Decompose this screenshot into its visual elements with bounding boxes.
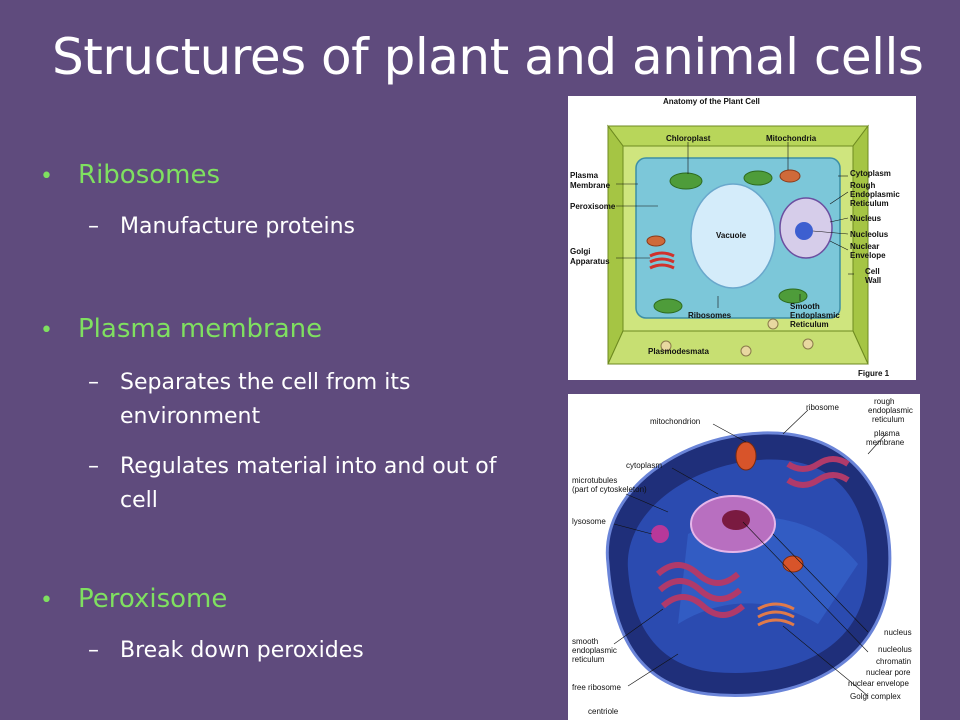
label-microtubules: microtubules bbox=[572, 476, 617, 485]
slide-title: Structures of plant and animal cells bbox=[52, 28, 924, 86]
plant-cell-figure: Anatomy of the Plant Cell bbox=[568, 96, 916, 380]
label-endoplasmic: endoplasmic bbox=[868, 406, 913, 415]
label-smooth-endoplasmic: Endoplasmic bbox=[790, 311, 840, 320]
bullet-dot: • bbox=[40, 588, 53, 613]
sub-bullet-text: Separates the cell from its environment bbox=[120, 370, 411, 429]
label-nuclear-pore: nuclear pore bbox=[866, 668, 911, 677]
bullet-plasma-membrane: • Plasma membrane bbox=[40, 314, 322, 344]
animal-cell-illustration: ribosome rough endoplasmic reticulum pla… bbox=[572, 397, 913, 716]
dash-marker: – bbox=[88, 214, 99, 239]
bullet-peroxisome: • Peroxisome bbox=[40, 584, 227, 614]
label-nuclear: Nuclear bbox=[850, 242, 879, 251]
animal-cell-figure: ribosome rough endoplasmic reticulum pla… bbox=[568, 394, 920, 720]
label-chromatin: chromatin bbox=[876, 657, 911, 666]
plant-figure-title: Anatomy of the Plant Cell bbox=[663, 97, 760, 106]
bullet-dot: • bbox=[40, 164, 53, 189]
dash-marker: – bbox=[88, 370, 99, 395]
plant-cell-illustration: Anatomy of the Plant Cell bbox=[570, 97, 900, 378]
label-smooth: Smooth bbox=[790, 302, 820, 311]
label-cytoplasm: cytoplasm bbox=[626, 461, 662, 470]
label-mitochondria: Mitochondria bbox=[766, 134, 817, 143]
sub-bullet-text: Break down peroxides bbox=[120, 638, 364, 663]
bullet-heading: Peroxisome bbox=[78, 584, 228, 614]
label-membrane: membrane bbox=[866, 438, 905, 447]
bullet-ribosomes: • Ribosomes bbox=[40, 160, 220, 190]
label-rough: Rough bbox=[850, 181, 875, 190]
label-smooth-reticulum: reticulum bbox=[572, 655, 605, 664]
label-wall: Wall bbox=[865, 276, 881, 285]
label-centriole: centriole bbox=[588, 707, 619, 716]
label-mitochondrion: mitochondrion bbox=[650, 417, 700, 426]
sub-bullet: – Regulates material into and out of cel… bbox=[88, 450, 498, 518]
label-apparatus: Apparatus bbox=[570, 257, 610, 266]
label-nucleus: Nucleus bbox=[850, 214, 882, 223]
label-golgi-complex: Golgi complex bbox=[850, 692, 901, 701]
sub-bullet: – Separates the cell from its environmen… bbox=[88, 366, 488, 434]
label-envelope: Envelope bbox=[850, 251, 886, 260]
dash-marker: – bbox=[88, 454, 99, 479]
sub-bullet-text: Regulates material into and out of cell bbox=[120, 454, 497, 513]
bullet-heading: Ribosomes bbox=[78, 160, 221, 190]
sub-bullet-text: Manufacture proteins bbox=[120, 214, 355, 239]
label-free-ribosome: free ribosome bbox=[572, 683, 621, 692]
label-golgi: Golgi bbox=[570, 247, 590, 256]
dash-marker: – bbox=[88, 638, 99, 663]
label-nucleolus: Nucleolus bbox=[850, 230, 889, 239]
label-nucleus: nucleus bbox=[884, 628, 912, 637]
label-endoplasmic: Endoplasmic bbox=[850, 190, 900, 199]
label-smooth-reticulum: Reticulum bbox=[790, 320, 829, 329]
label-vacuole: Vacuole bbox=[716, 231, 747, 240]
label-reticulum: Reticulum bbox=[850, 199, 889, 208]
label-rough: rough bbox=[874, 397, 894, 406]
sub-bullet: – Manufacture proteins bbox=[88, 210, 508, 244]
sub-bullet: – Break down peroxides bbox=[88, 634, 508, 668]
label-nucleolus: nucleolus bbox=[878, 645, 912, 654]
label-membrane: Membrane bbox=[570, 181, 611, 190]
bullet-dot: • bbox=[40, 318, 53, 343]
label-nuclear-envelope: nuclear envelope bbox=[848, 679, 909, 688]
label-cell: Cell bbox=[865, 267, 880, 276]
label-cytoplasm: Cytoplasm bbox=[850, 169, 891, 178]
label-peroxisome: Peroxisome bbox=[570, 202, 616, 211]
plant-figure-caption: Figure 1 bbox=[858, 369, 890, 378]
label-lysosome: lysosome bbox=[572, 517, 606, 526]
label-chloroplast: Chloroplast bbox=[666, 134, 711, 143]
label-ribosomes: Ribosomes bbox=[688, 311, 732, 320]
label-plasma: Plasma bbox=[570, 171, 599, 180]
label-plasma: plasma bbox=[874, 429, 900, 438]
bullet-heading: Plasma membrane bbox=[78, 314, 323, 344]
label-cytoskeleton: (part of cytoskeleton) bbox=[572, 485, 647, 494]
label-ribosome: ribosome bbox=[806, 403, 839, 412]
label-smooth-endoplasmic: endoplasmic bbox=[572, 646, 617, 655]
label-reticulum: reticulum bbox=[872, 415, 905, 424]
label-smooth: smooth bbox=[572, 637, 598, 646]
label-plasmodesmata: Plasmodesmata bbox=[648, 347, 709, 356]
